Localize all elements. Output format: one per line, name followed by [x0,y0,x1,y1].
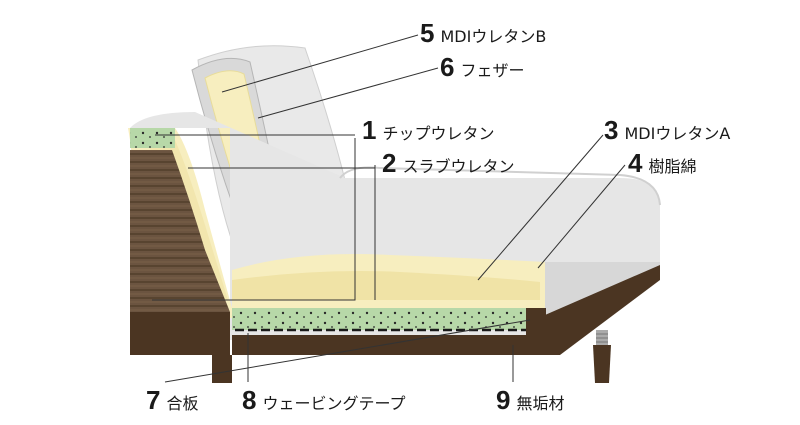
label-number: 2 [382,148,397,178]
label-text: 無垢材 [516,394,565,413]
leader-lines [152,34,626,383]
frame-solid-wood [130,265,660,355]
seat-cushion-slab [232,271,540,300]
label-text: MDIウレタンB [440,27,547,46]
label-number: 5 [420,18,435,48]
label-number: 6 [440,52,455,82]
label-mdi-urethane-b: 5 MDIウレタンB [420,18,546,49]
label-feather: 6 フェザー [440,52,524,83]
seat-chip-dots [232,308,542,330]
label-number: 3 [604,115,619,145]
label-text: スラブウレタン [402,157,515,176]
front-leg [212,355,232,383]
label-number: 1 [362,115,377,145]
label-webbing-tape: 8 ウェービングテープ [242,385,406,416]
label-text: フェザー [460,61,525,80]
label-mdi-urethane-a: 3 MDIウレタンA [604,115,730,146]
label-text: 合板 [166,394,199,413]
label-text: 樹脂綿 [648,157,697,176]
label-number: 9 [496,385,511,415]
arm-plywood [130,150,230,355]
label-number: 4 [628,148,643,178]
label-plywood: 7 合板 [146,385,198,416]
label-resin-cotton: 4 樹脂綿 [628,148,696,179]
label-number: 8 [242,385,257,415]
label-text: チップウレタン [382,124,495,143]
label-text: ウェービングテープ [262,394,406,413]
label-solid-wood: 9 無垢材 [496,385,564,416]
label-chip-urethane: 1 チップウレタン [362,115,494,146]
label-slab-urethane: 2 スラブウレタン [382,148,514,179]
label-text: MDIウレタンA [624,124,731,143]
back-leg [593,345,611,383]
arm-chip-dots [130,128,175,148]
label-number: 7 [146,385,161,415]
